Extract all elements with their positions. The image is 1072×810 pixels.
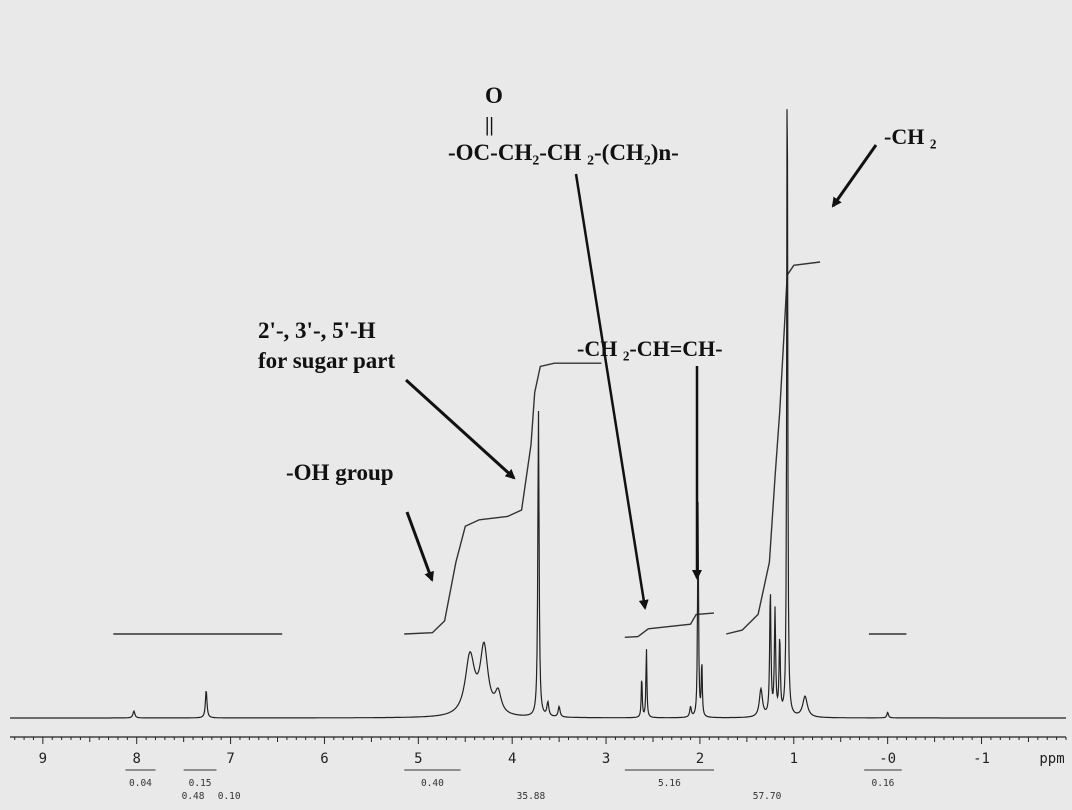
annotation-oh-group: -OH group: [286, 460, 394, 485]
x-tick-label: -0: [879, 751, 896, 767]
integral-value-label: 35.88: [517, 791, 546, 802]
annotation-sugar-line2: for sugar part: [258, 348, 395, 373]
integral-labels: 0.04 0.15 0.48 0.10 0.40 35.88 5.16 57.70 0.16: [125, 769, 902, 802]
integral-segment-1: [404, 362, 602, 635]
spectrum-trace: [10, 109, 1066, 719]
x-axis-title: ppm: [1039, 751, 1064, 767]
annotation-carbonyl-bond: ||: [485, 114, 494, 136]
x-tick-label: -1: [973, 751, 990, 767]
x-tick-label: 6: [320, 751, 328, 767]
arrow-methylene: [831, 144, 878, 208]
integral-curves: [113, 261, 907, 638]
spectrum-line: [10, 109, 1066, 719]
integral-value-label: 0.04: [129, 778, 152, 789]
annotation-acyl-chain: -OC-CH₂-CH ₂-(CH₂)n-: [448, 140, 679, 165]
x-tick-label: 7: [226, 751, 234, 767]
x-tick-label: 8: [133, 751, 141, 767]
integral-value-label: 0.16: [872, 778, 895, 789]
integral-segment-3: [726, 261, 821, 635]
integral-value-label: 0.40: [421, 778, 444, 789]
peak-annotations: 2'-, 3'-, 5'-H for sugar part -OH group …: [258, 83, 937, 610]
annotation-allylic: -CH ₂-CH=CH-: [577, 336, 723, 361]
x-tick-label: 3: [602, 751, 610, 767]
integral-segment-2: [624, 612, 715, 638]
annotation-carbonyl-oxygen: O: [485, 83, 503, 108]
annotation-sugar-line1: 2'-, 3'-, 5'-H: [258, 318, 376, 343]
integral-value-label: 57.70: [753, 791, 782, 802]
x-tick-label: 4: [508, 751, 516, 767]
x-tick-label: 5: [414, 751, 422, 767]
annotation-methylene: -CH ₂: [884, 124, 937, 149]
integral-value-label: 0.10: [218, 791, 241, 802]
integral-value-label: 0.15: [189, 778, 212, 789]
x-tick-label: 9: [39, 751, 47, 767]
x-tick-label: 2: [696, 751, 704, 767]
integral-value-label: 0.48: [182, 791, 205, 802]
arrow-sugar: [404, 378, 516, 480]
arrow-oh-group: [405, 511, 434, 582]
x-tick-label: 1: [790, 751, 798, 767]
arrow-acyl-chain: [574, 173, 649, 610]
x-axis: 9 8 7 6 5 4 3 2 1 -0 -1 ppm: [10, 736, 1067, 767]
integral-value-label: 5.16: [658, 778, 681, 789]
